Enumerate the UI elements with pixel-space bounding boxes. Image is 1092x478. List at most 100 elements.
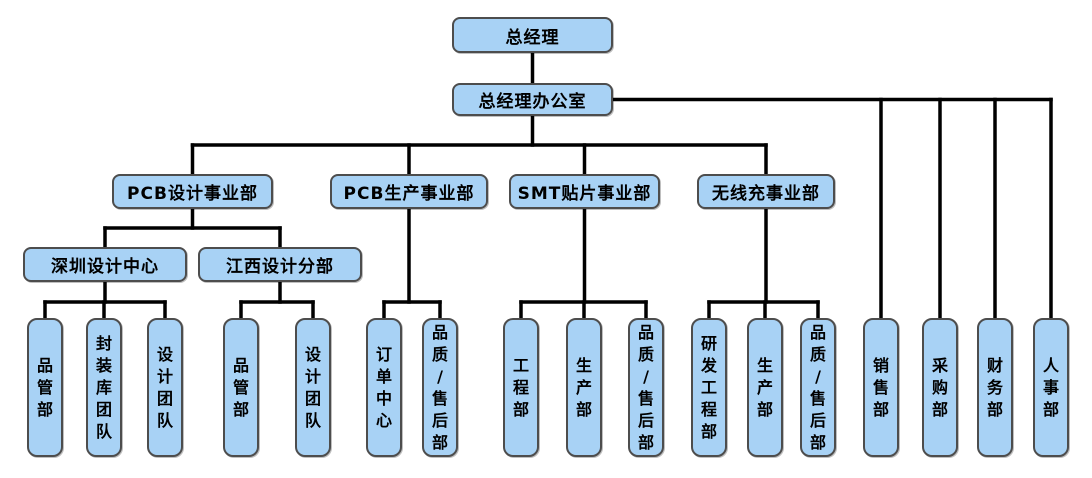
org-node-label-char: 采 xyxy=(931,355,948,375)
org-node-label-char: 售 xyxy=(872,377,889,397)
org-node-label-char: 部 xyxy=(36,399,53,419)
org-node-sz-design-team: 设计团队 xyxy=(147,318,183,457)
org-node-label-char: 心 xyxy=(375,410,392,430)
org-node-label-char: 部 xyxy=(575,399,592,419)
org-node-label-char: 设 xyxy=(304,344,321,364)
org-node-label-char: 程 xyxy=(512,377,529,397)
org-node-label-char: 生 xyxy=(756,355,773,375)
org-node-label-char: 务 xyxy=(986,377,1003,397)
org-node-wireless-division: 无线充事业部 xyxy=(697,174,835,209)
org-node-wl-production-dept: 生产部 xyxy=(747,318,783,457)
org-node-hr-dept: 人事部 xyxy=(1033,318,1069,457)
org-node-label: 江西设计分部 xyxy=(226,257,334,277)
org-node-shenzhen-design-center: 深圳设计中心 xyxy=(23,247,187,282)
org-node-label-char: 售 xyxy=(637,388,654,408)
org-node-label-char: 管 xyxy=(36,377,53,397)
org-node-label-char: 部 xyxy=(756,399,773,419)
org-node-label: SMT贴片事业部 xyxy=(517,184,652,204)
org-node-jiangxi-design-branch: 江西设计分部 xyxy=(198,247,362,282)
org-node-label-char: 财 xyxy=(986,355,1003,375)
org-node-label-char: 人 xyxy=(1042,355,1059,375)
org-node-general-manager: 总经理 xyxy=(452,17,613,53)
org-node-label-char: 团 xyxy=(156,388,173,408)
org-node-label-char: 品 xyxy=(637,322,654,342)
org-node-label-char: 设 xyxy=(156,344,173,364)
org-node-label-char: 发 xyxy=(700,355,717,375)
org-node-sz-quality-dept: 品管部 xyxy=(27,318,63,457)
org-node-smt-division: SMT贴片事业部 xyxy=(509,174,660,209)
org-node-label-char: 部 xyxy=(872,399,889,419)
org-node-label-char: 销 xyxy=(872,355,889,375)
org-node-label-char: 部 xyxy=(512,399,529,419)
org-node-label-char: 质 xyxy=(431,344,448,364)
org-node-wl-rd-engineering-dept: 研发工程部 xyxy=(691,318,727,457)
org-node-label-char: 团 xyxy=(95,399,112,419)
org-node-label: 总经理 xyxy=(505,27,560,48)
org-node-smt-production-dept: 生产部 xyxy=(566,318,602,457)
org-node-label-char: 产 xyxy=(756,377,773,397)
org-node-label-char: 部 xyxy=(637,432,654,452)
org-node-label: 总经理办公室 xyxy=(478,92,587,112)
org-node-pcb-design-division: PCB设计事业部 xyxy=(112,174,273,209)
org-node-label-char: 库 xyxy=(95,377,112,397)
org-node-label-char: 品 xyxy=(232,355,249,375)
org-node-sales-dept: 销售部 xyxy=(863,318,899,457)
org-node-label-char: 后 xyxy=(637,410,654,430)
org-node-label-char: 工 xyxy=(512,355,529,375)
org-node-label-char: 队 xyxy=(304,410,321,430)
org-node-order-center: 订单中心 xyxy=(366,318,402,457)
org-node-label-char: 部 xyxy=(809,432,826,452)
org-node-label-char: 事 xyxy=(1042,377,1059,397)
org-node-wl-quality-aftersales: 品质/售后部 xyxy=(800,318,836,457)
org-node-label-char: 后 xyxy=(431,410,448,430)
org-node-label: PCB设计事业部 xyxy=(127,184,258,204)
org-node-purchasing-dept: 采购部 xyxy=(922,318,958,457)
org-node-label-char: 购 xyxy=(931,377,948,397)
org-node-jx-quality-dept: 品管部 xyxy=(223,318,259,457)
org-node-gm-office: 总经理办公室 xyxy=(452,83,613,116)
org-node-finance-dept: 财务部 xyxy=(977,318,1013,457)
org-node-jx-design-team: 设计团队 xyxy=(295,318,331,457)
org-node-label-char: 部 xyxy=(986,399,1003,419)
org-node-sz-package-lib-team: 封装库团队 xyxy=(86,318,122,457)
org-node-label-char: 工 xyxy=(700,377,717,397)
org-node-label-char: 订 xyxy=(375,344,392,364)
org-node-label-char: 计 xyxy=(156,366,173,386)
org-node-label-char: 后 xyxy=(809,410,826,430)
org-node-label: 深圳设计中心 xyxy=(51,257,159,277)
org-node-label-char: 封 xyxy=(95,333,112,353)
org-node-label-char: 团 xyxy=(304,388,321,408)
org-node-label-char: 品 xyxy=(431,322,448,342)
org-node-label-char: 部 xyxy=(431,432,448,452)
org-node-label-char: 质 xyxy=(809,344,826,364)
org-node-label-char: 部 xyxy=(700,421,717,441)
org-node-label-char: 生 xyxy=(575,355,592,375)
org-node-label-char: 装 xyxy=(95,355,112,375)
org-node-label-char: 程 xyxy=(700,399,717,419)
org-node-label-char: 售 xyxy=(809,388,826,408)
org-node-label-char: 部 xyxy=(931,399,948,419)
org-node-label-char: / xyxy=(815,366,821,386)
org-node-label-char: / xyxy=(643,366,649,386)
org-node-label-char: 计 xyxy=(304,366,321,386)
org-node-pcbp-quality-aftersales: 品质/售后部 xyxy=(422,318,458,457)
org-node-label-char: 产 xyxy=(575,377,592,397)
org-node-label-char: 售 xyxy=(431,388,448,408)
org-node-pcb-production-division: PCB生产事业部 xyxy=(330,174,488,209)
org-node-label-char: 研 xyxy=(700,333,717,353)
org-node-label-char: 质 xyxy=(637,344,654,364)
org-node-label: PCB生产事业部 xyxy=(343,184,475,204)
org-node-label-char: 品 xyxy=(809,322,826,342)
org-node-label-char: 部 xyxy=(232,399,249,419)
org-node-label-char: 单 xyxy=(375,366,392,386)
org-node-smt-quality-aftersales: 品质/售后部 xyxy=(628,318,664,457)
org-node-label-char: / xyxy=(437,366,443,386)
org-node-label-char: 中 xyxy=(375,388,392,408)
org-node-label: 无线充事业部 xyxy=(712,184,820,204)
org-node-smt-engineering-dept: 工程部 xyxy=(503,318,539,457)
org-node-label-char: 品 xyxy=(36,355,53,375)
org-node-label-char: 部 xyxy=(1042,399,1059,419)
org-node-label-char: 队 xyxy=(156,410,173,430)
org-node-label-char: 管 xyxy=(232,377,249,397)
